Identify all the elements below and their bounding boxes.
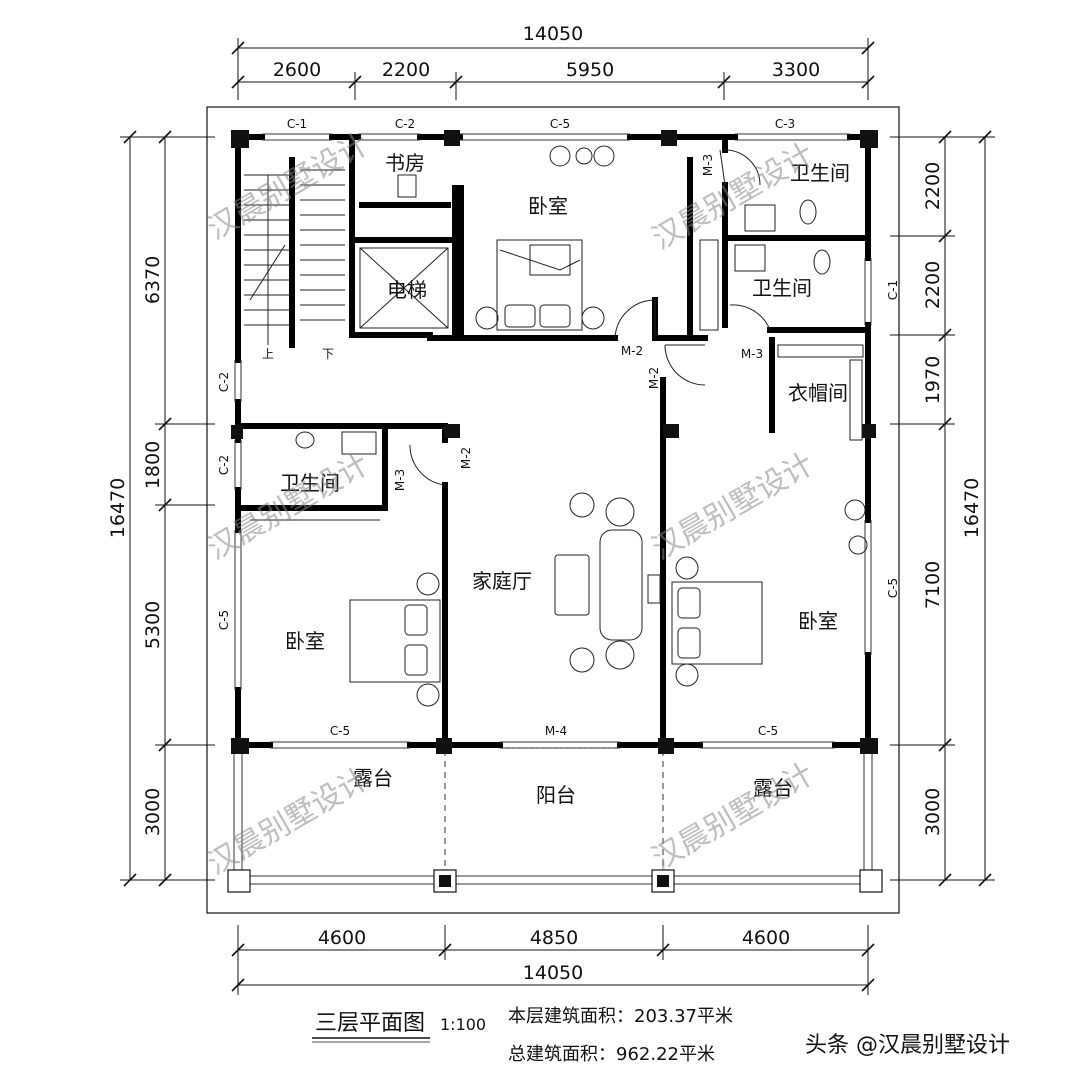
- right-dimension-2: 2200: [922, 261, 944, 309]
- watermark-6: 汉晨别墅设计: [647, 757, 820, 877]
- plan-scale: 1:100: [440, 1015, 486, 1034]
- top-total-dimension: 14050: [523, 23, 583, 45]
- room-label-study: 书房: [385, 151, 425, 175]
- window-label-c5-bottom-right: C-5: [758, 724, 778, 738]
- door-label-m3-left: M-3: [393, 469, 407, 491]
- right-total-dimension: 16470: [961, 478, 983, 538]
- door-label-m4-bottom: M-4: [545, 724, 567, 738]
- left-dimension-3: 5300: [142, 601, 164, 649]
- floor-area: 本层建筑面积：203.37平米: [508, 1006, 733, 1027]
- room-label-terrace-right: 露台: [753, 776, 793, 800]
- right-dimension-3: 1970: [922, 356, 944, 404]
- window-label-c3-top: C-3: [775, 117, 795, 131]
- walls: [235, 134, 871, 748]
- terrace-railing: [233, 745, 873, 885]
- left-total-dimension: 16470: [107, 478, 129, 538]
- window-label-c5-right: C-5: [886, 578, 900, 598]
- dimension-texts: 14050 2600 2200 5950 3300 4600 4850 4600…: [107, 23, 983, 984]
- room-label-bedroom-top: 卧室: [528, 194, 568, 218]
- room-label-family-hall: 家庭厅: [472, 569, 532, 593]
- left-dimension-1: 6370: [142, 256, 164, 304]
- top-dimension-3: 5950: [566, 59, 614, 81]
- room-label-bedroom-left: 卧室: [285, 629, 325, 653]
- room-label-elevator: 电梯: [387, 278, 427, 302]
- right-dimension-1: 2200: [922, 162, 944, 210]
- dimension-ticks: [123, 41, 992, 992]
- top-dimension-4: 3300: [772, 59, 820, 81]
- window-label-c2-left-a: C-2: [217, 372, 231, 392]
- bedroom-left-bed: [349, 572, 441, 707]
- columns: [231, 130, 878, 754]
- bottom-dimension-3: 4600: [742, 927, 790, 949]
- door-label-m2-vert: M-2: [647, 367, 661, 389]
- bathroom-fixtures: [250, 174, 864, 521]
- room-label-bath-mid: 卫生间: [752, 276, 812, 300]
- stair-up-label: 上: [262, 347, 274, 361]
- room-label-terrace-left: 露台: [353, 766, 393, 790]
- stair-down-label: 下: [322, 347, 334, 361]
- right-dimension-4: 7100: [922, 561, 944, 609]
- door-label-m2-left: M-2: [459, 447, 473, 469]
- staircase: [244, 169, 345, 345]
- window-label-c5-top: C-5: [550, 117, 570, 131]
- window-label-c5-left: C-5: [217, 610, 231, 630]
- family-hall-furniture: [554, 492, 661, 673]
- room-label-balcony: 阳台: [536, 783, 576, 807]
- room-label-bath-top: 卫生间: [790, 161, 850, 185]
- window-label-c1-right: C-1: [886, 280, 900, 300]
- room-label-bedroom-right: 卧室: [798, 609, 838, 633]
- bottom-total-dimension: 14050: [523, 962, 583, 984]
- door-label-m3-mid: M-3: [741, 347, 763, 361]
- source-credit: 头条 @汉晨别墅设计: [805, 1033, 1010, 1058]
- watermark-4: 汉晨别墅设计: [647, 447, 820, 567]
- opening-labels: C-1 C-2 C-5 C-3 C-1 C-5 C-2 C-2 C-5 C-5 …: [217, 117, 900, 738]
- windows: [234, 133, 872, 749]
- room-label-closet: 衣帽间: [788, 381, 848, 405]
- left-dimension-2: 1800: [142, 441, 164, 489]
- plan-footer: 三层平面图 1:100 本层建筑面积：203.37平米 总建筑面积：962.22…: [312, 1006, 1010, 1065]
- bottom-dimension-2: 4850: [530, 927, 578, 949]
- stair-labels: 上 下: [262, 347, 334, 361]
- elevator-shaft: [359, 247, 449, 329]
- bedroom-right-bed: [671, 499, 868, 687]
- window-label-c2-left-b: C-2: [217, 455, 231, 475]
- window-label-c5-bottom-left: C-5: [330, 724, 350, 738]
- doors: [409, 149, 771, 749]
- total-area: 总建筑面积：962.22平米: [508, 1044, 715, 1065]
- top-dimension-1: 2600: [273, 59, 321, 81]
- bottom-dimension-1: 4600: [318, 927, 366, 949]
- watermark-1: 汉晨别墅设计: [202, 127, 375, 247]
- dimension-lines: [120, 38, 995, 995]
- terrace-columns: [227, 869, 883, 893]
- plan-title: 三层平面图: [315, 1011, 425, 1036]
- watermark-5: 汉晨别墅设计: [202, 762, 375, 882]
- window-label-c1-top: C-1: [287, 117, 307, 131]
- door-label-m2-mid: M-2: [621, 344, 643, 358]
- right-dimension-5: 3000: [922, 788, 944, 836]
- outer-frame: [206, 106, 900, 914]
- door-label-m3-top: M-3: [701, 154, 715, 176]
- left-dimension-4: 3000: [142, 788, 164, 836]
- room-label-bath-left: 卫生间: [280, 471, 340, 495]
- window-label-c2-top: C-2: [395, 117, 415, 131]
- room-labels: 书房 卧室 卫生间 卫生间 电梯 衣帽间 卫生间 家庭厅 卧室 卧室 露台 阳台…: [280, 151, 850, 807]
- top-dimension-2: 2200: [382, 59, 430, 81]
- bedroom-top-bed: [475, 145, 615, 331]
